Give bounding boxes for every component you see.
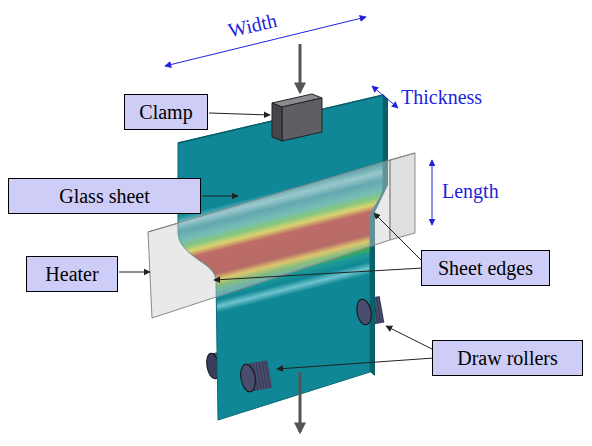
length-dimension: [432, 160, 433, 225]
pull-arrow: [299, 44, 302, 92]
sheet-edges-label: Sheet edges: [421, 250, 550, 286]
length-label: Length: [442, 180, 499, 203]
draw-roller: [355, 298, 373, 326]
label-text: Clamp: [139, 101, 192, 124]
label-text: Draw rollers: [457, 347, 558, 370]
clamp: [272, 94, 322, 141]
draw-roller: [239, 360, 273, 393]
draw-rollers-label: Draw rollers: [432, 340, 583, 376]
heater-label: Heater: [26, 256, 118, 292]
width-label: Width: [226, 9, 279, 42]
label-text: Heater: [45, 263, 98, 286]
label-text: Glass sheet: [59, 185, 150, 208]
heater-side: [390, 153, 415, 240]
thickness-dimension: [372, 86, 398, 108]
thickness-label: Thickness: [401, 86, 482, 109]
sheet-top-edge: [178, 95, 388, 143]
pull-arrow: [299, 372, 302, 432]
clamp-label: Clamp: [124, 94, 208, 130]
glass-sheet-label: Glass sheet: [8, 178, 201, 214]
leader-lines: [119, 113, 434, 369]
label-text: Sheet edges: [438, 257, 533, 280]
